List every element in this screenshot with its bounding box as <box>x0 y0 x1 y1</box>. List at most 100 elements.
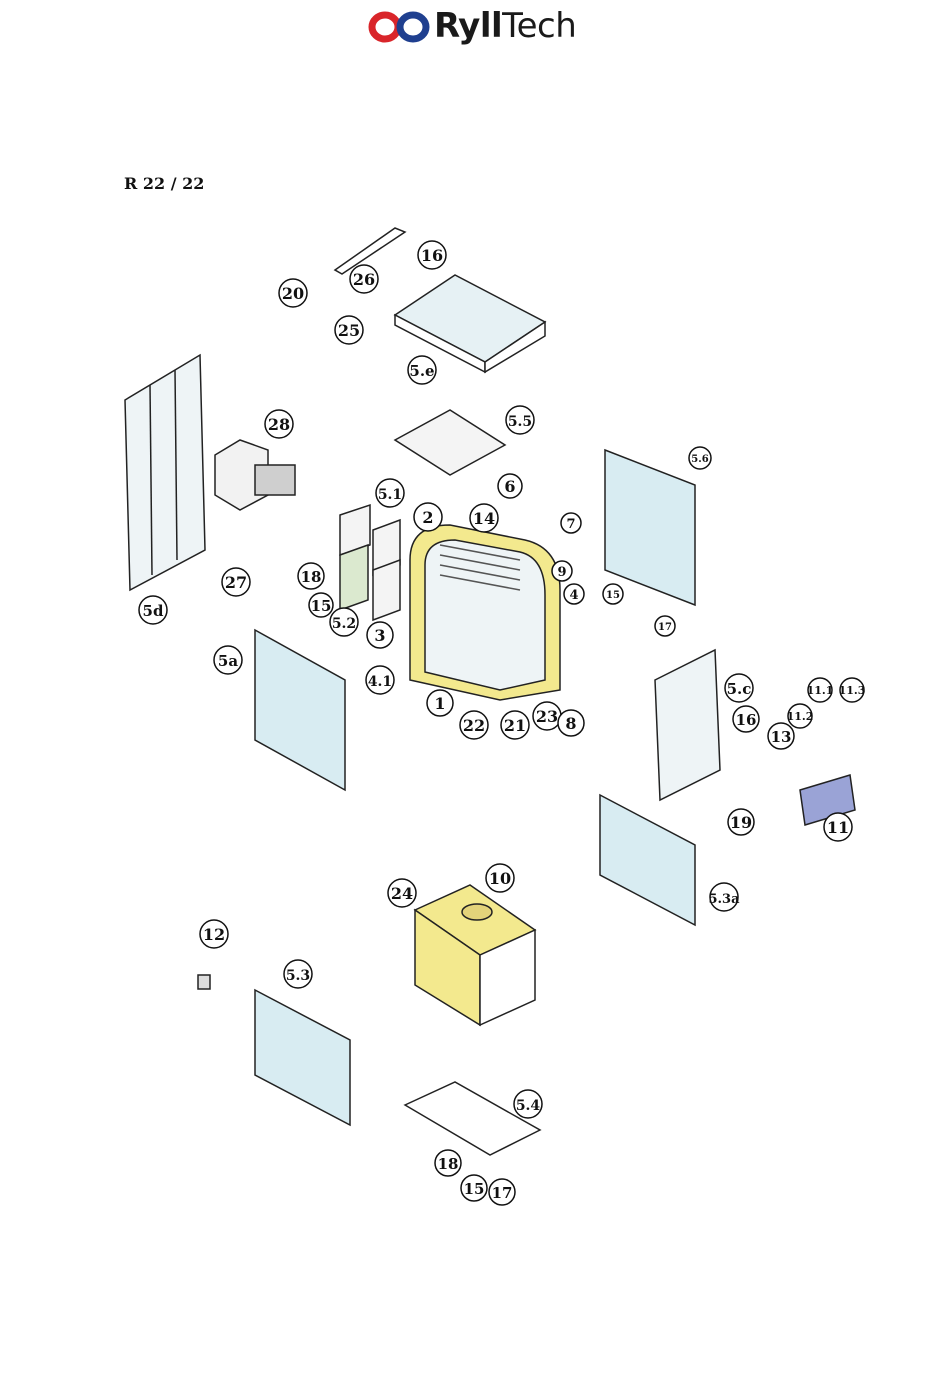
svg-text:18: 18 <box>438 1155 459 1173</box>
callout-9: 9 <box>552 561 572 581</box>
tank <box>415 885 535 1025</box>
callout-20: 20 <box>279 279 307 307</box>
callout-24: 24 <box>388 879 416 907</box>
panel-5-3a <box>600 795 695 925</box>
callout-5d: 5d <box>139 596 167 624</box>
callout-17-bottom: 17 <box>489 1179 515 1205</box>
callout-5-3a: 5.3a <box>708 883 740 911</box>
callout-11-1: 11.1 <box>807 678 834 702</box>
svg-text:5.c: 5.c <box>727 680 752 698</box>
svg-text:9: 9 <box>557 565 566 580</box>
svg-text:5.1: 5.1 <box>378 487 402 503</box>
callout-16: 16 <box>418 241 446 269</box>
svg-text:17: 17 <box>658 622 672 633</box>
callout-22: 22 <box>460 711 488 739</box>
callout-19: 19 <box>728 809 754 835</box>
svg-text:20: 20 <box>282 284 304 303</box>
svg-text:4.1: 4.1 <box>368 674 392 690</box>
motor <box>215 440 295 510</box>
svg-text:15: 15 <box>311 597 332 615</box>
panel-5-6 <box>605 450 695 605</box>
svg-text:11.2: 11.2 <box>787 710 814 723</box>
svg-text:21: 21 <box>504 716 526 735</box>
svg-text:3: 3 <box>374 626 385 645</box>
callout-5-2: 5.2 <box>330 608 358 636</box>
svg-text:5.e: 5.e <box>409 362 434 380</box>
svg-text:26: 26 <box>353 270 375 289</box>
callout-25: 25 <box>335 316 363 344</box>
callout-11: 11 <box>824 813 852 841</box>
callout-15-left: 15 <box>309 593 333 617</box>
svg-text:11.3: 11.3 <box>839 684 866 697</box>
callout-13: 13 <box>768 723 794 749</box>
callout-7: 7 <box>561 513 581 533</box>
main-drum-body <box>410 525 560 700</box>
svg-text:5.5: 5.5 <box>508 414 532 430</box>
board-5-2 <box>340 545 368 610</box>
callout-5a: 5a <box>214 646 242 674</box>
svg-text:11.1: 11.1 <box>807 684 834 697</box>
svg-text:17: 17 <box>492 1184 513 1202</box>
callout-6: 6 <box>498 474 522 498</box>
part-12 <box>198 975 210 989</box>
callout-18-left: 18 <box>298 563 324 589</box>
svg-text:4: 4 <box>569 588 578 603</box>
side-panel-5d <box>125 355 205 590</box>
svg-text:7: 7 <box>566 517 575 532</box>
callout-4: 4 <box>564 584 584 604</box>
svg-text:1: 1 <box>434 694 445 713</box>
svg-text:5.3: 5.3 <box>286 968 310 984</box>
svg-text:19: 19 <box>730 813 752 832</box>
svg-text:27: 27 <box>225 573 247 592</box>
callout-8: 8 <box>558 710 584 736</box>
callout-5-1: 5.1 <box>376 479 404 507</box>
callout-3: 3 <box>367 622 393 648</box>
svg-text:15: 15 <box>464 1180 485 1198</box>
svg-text:13: 13 <box>771 728 792 746</box>
callout-5-4: 5.4 <box>514 1090 542 1118</box>
callout-11-2: 11.2 <box>787 704 814 728</box>
callout-1: 1 <box>427 690 453 716</box>
svg-text:5d: 5d <box>143 602 164 620</box>
svg-text:2: 2 <box>422 508 433 527</box>
callout-26: 26 <box>350 265 378 293</box>
svg-text:15: 15 <box>606 590 620 601</box>
board-3 <box>373 560 400 620</box>
svg-text:5.2: 5.2 <box>332 616 356 632</box>
callout-5c: 5.c <box>725 674 753 702</box>
svg-text:16: 16 <box>421 246 443 265</box>
back-panel-5-c <box>655 650 720 800</box>
callout-27: 27 <box>222 568 250 596</box>
svg-text:28: 28 <box>268 415 290 434</box>
callout-5-5: 5.5 <box>506 406 534 434</box>
svg-text:8: 8 <box>565 714 576 733</box>
callout-4-1: 4.1 <box>366 666 394 694</box>
top-plate <box>395 410 505 475</box>
callout-28: 28 <box>265 410 293 438</box>
callout-5-3: 5.3 <box>284 960 312 988</box>
callout-2: 2 <box>414 503 442 531</box>
callouts: 20 26 16 25 5.e 5.5 28 5.1 2 14 6 7 9 4 … <box>139 241 865 1205</box>
callout-10: 10 <box>486 864 514 892</box>
svg-text:6: 6 <box>504 477 515 496</box>
front-panel-5a <box>255 630 345 790</box>
callout-5e: 5.e <box>408 356 436 384</box>
panel-5-3 <box>255 990 350 1125</box>
callout-18-bottom: 18 <box>435 1150 461 1176</box>
svg-text:5a: 5a <box>218 652 238 670</box>
callout-15-bottom: 15 <box>461 1175 487 1201</box>
callout-5-6: 5.6 <box>689 447 711 469</box>
callout-21: 21 <box>501 711 529 739</box>
svg-text:16: 16 <box>736 711 757 729</box>
svg-text:12: 12 <box>203 925 225 944</box>
svg-text:25: 25 <box>338 321 360 340</box>
svg-text:5.4: 5.4 <box>516 1098 541 1114</box>
svg-text:10: 10 <box>489 869 511 888</box>
svg-text:11: 11 <box>827 818 849 837</box>
callout-16-right: 16 <box>733 706 759 732</box>
svg-text:22: 22 <box>463 716 485 735</box>
callout-17-right: 17 <box>655 616 675 636</box>
svg-text:18: 18 <box>301 568 322 586</box>
svg-text:5.6: 5.6 <box>691 454 708 465</box>
